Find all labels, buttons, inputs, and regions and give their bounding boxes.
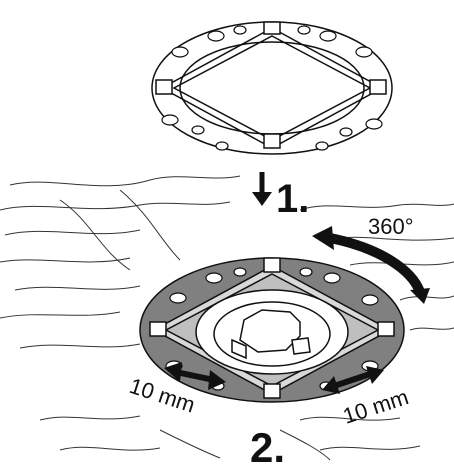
adjust-arrow-left: [164, 362, 226, 390]
step1-label: 1.: [276, 177, 309, 221]
top-ring-holes: [161, 25, 383, 151]
rotation-label: 360°: [368, 214, 414, 239]
bottom-corner-post-left: [149, 321, 167, 337]
top-corner-post-bottom: [263, 133, 281, 149]
top-corner-post-top: [263, 21, 281, 35]
step1-arrow: [252, 172, 272, 206]
bottom-corner-post-top: [263, 257, 281, 273]
top-ring-part: [151, 21, 393, 155]
step2-label: 2.: [250, 424, 285, 468]
mechanism-latch-left: [231, 338, 247, 360]
top-corner-post-right: [369, 79, 387, 95]
rotation-arrow: [312, 226, 430, 304]
adjust-arrow-right: [322, 366, 384, 394]
bottom-corner-post-right: [377, 321, 395, 337]
bottom-ring-part: [139, 257, 405, 403]
mechanism-latch-right: [291, 337, 311, 355]
top-ring-inner: [179, 41, 365, 135]
adjust-right-label: 10 mm: [340, 384, 412, 429]
top-corner-post-left: [155, 79, 173, 95]
center-mechanism: [239, 309, 301, 353]
bottom-corner-post-bottom: [263, 383, 281, 399]
